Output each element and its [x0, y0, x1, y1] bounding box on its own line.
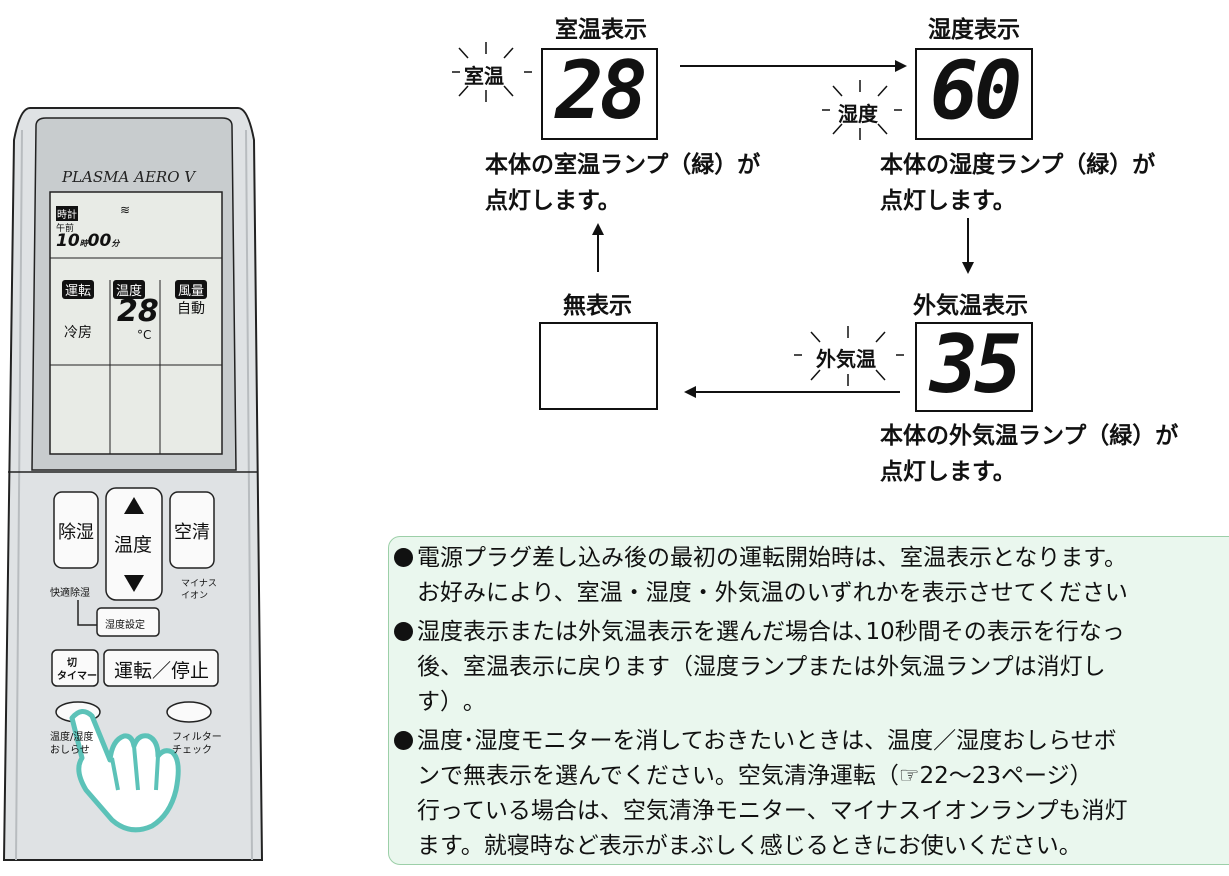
lcd-am-label: 午前 [56, 224, 75, 234]
flash-rays-room [452, 42, 532, 102]
lcd-hour-unit: 時 [79, 239, 88, 248]
flash-rays-outdoor [794, 326, 904, 386]
lcd-mode-tag: 運転 [62, 280, 95, 299]
lcd-fan-value: 自動 [177, 301, 205, 317]
temperature-button[interactable]: 温度 [114, 534, 153, 556]
note-2: 湿度表示または外気温表示を選んだ場合は､10秒間その表示を行なっ 後、室温表示に… [389, 615, 1125, 720]
note-2-line-1: 湿度表示または外気温表示を選んだ場合は､10秒間その表示を行なっ [417, 619, 1125, 645]
bullet-icon [394, 731, 413, 750]
room-temp-display: 28 [541, 44, 658, 140]
room-temp-flash-label: 室温 [464, 64, 504, 88]
note-3-line-2: ンで無表示を選んでください。空気清浄運転（☞22～23ページ） [417, 763, 1093, 789]
room-temp-title: 室温表示 [555, 17, 647, 43]
lcd-clock-label: 時計 [56, 206, 78, 221]
note-1-line-2: お好みにより、室温・湿度・外気温のいずれかを表示させてください [417, 580, 1128, 606]
humidity-title: 湿度表示 [928, 17, 1020, 43]
room-temp-caption-1: 本体の室温ランプ（緑）が [485, 152, 761, 178]
monitor-label-2: おしらせ [50, 745, 90, 756]
flow-arrows [452, 42, 974, 398]
lcd-fan-tag: 風量 [175, 280, 208, 299]
humidity-value: 60 [929, 44, 1022, 137]
no-display-box [539, 322, 658, 410]
air-purify-button[interactable]: 空清 [174, 522, 210, 543]
note-2-line-2: 後、室温表示に戻ります（湿度ランプまたは外気温ランプは消灯し [417, 654, 1106, 680]
note-2-line-3: す）｡ [417, 689, 475, 715]
flash-rays-humidity [822, 80, 902, 140]
notes-panel: 電源プラグ差し込み後の最初の運転開始時は、室温表示となります。 お好みにより、室… [388, 536, 1229, 865]
filter-label-2: チェック [172, 745, 212, 756]
outdoor-temp-caption-1: 本体の外気温ランプ（緑）が [880, 423, 1179, 449]
outdoor-temp-value: 35 [929, 318, 1022, 411]
pointing-hand-icon [69, 709, 181, 833]
bullet-icon [394, 548, 413, 567]
no-display-title: 無表示 [563, 293, 632, 319]
outdoor-temp-flash-label: 外気温 [816, 347, 876, 371]
note-3: 温度･湿度モニターを消しておきたいときは、温度／湿度おしらせボ ンで無表示を選ん… [389, 724, 1127, 864]
outdoor-temp-caption-2: 点灯します。 [880, 459, 1016, 485]
room-temp-caption-2: 点灯します。 [485, 188, 621, 214]
filter-label-1: フィルター [172, 732, 222, 743]
minus-ion-label-1: マイナス [181, 579, 217, 589]
humidity-flash-label: 湿度 [838, 102, 878, 126]
lcd-temp-value: 28 [117, 294, 159, 329]
remote-brand: PLASMA AERO V [62, 168, 196, 186]
note-1-line-1: 電源プラグ差し込み後の最初の運転開始時は、室温表示となります。 [417, 545, 1128, 571]
note-3-line-4: ます。就寝時など表示がまぶしく感じるときにお使いください。 [417, 833, 1082, 859]
humidity-caption-1: 本体の湿度ランプ（緑）が [880, 152, 1156, 178]
note-1: 電源プラグ差し込み後の最初の運転開始時は、室温表示となります。 お好みにより、室… [389, 541, 1128, 611]
humidity-setting-button[interactable]: 湿度設定 [105, 620, 145, 631]
outdoor-temp-title: 外気温表示 [913, 293, 1028, 319]
note-3-line-3: 行っている場合は、空気清浄モニター、マイナスイオンランプも消灯 [417, 798, 1128, 824]
lcd-minute-unit: 分 [111, 239, 120, 248]
wifi-icon: ≋ [120, 203, 131, 217]
bullet-icon [394, 622, 413, 641]
lcd-temp-unit: °C [137, 328, 152, 342]
run-stop-button[interactable]: 運転／停止 [114, 660, 210, 682]
monitor-label-1: 温度/湿度 [50, 732, 94, 743]
lcd-hour: 10 [56, 231, 80, 251]
lcd-minute: 00 [87, 231, 112, 251]
note-3-line-1: 温度･湿度モニターを消しておきたいときは、温度／湿度おしらせボ [417, 728, 1117, 754]
lcd-mode-value: 冷房 [64, 325, 92, 341]
dehumidify-button[interactable]: 除湿 [58, 522, 94, 543]
lcd-temp-tag: 温度 [113, 280, 146, 299]
timer-off-label: 切 [67, 658, 77, 669]
comfort-dehumidify-label: 快適除湿 [50, 588, 90, 599]
humidity-display: 60 [915, 44, 1033, 140]
humidity-caption-2: 点灯します。 [880, 188, 1016, 214]
outdoor-temp-display: 35 [915, 318, 1033, 412]
room-temp-value: 28 [555, 44, 647, 137]
minus-ion-label-2: イオン [181, 591, 209, 601]
timer-button[interactable]: タイマー [57, 671, 97, 682]
